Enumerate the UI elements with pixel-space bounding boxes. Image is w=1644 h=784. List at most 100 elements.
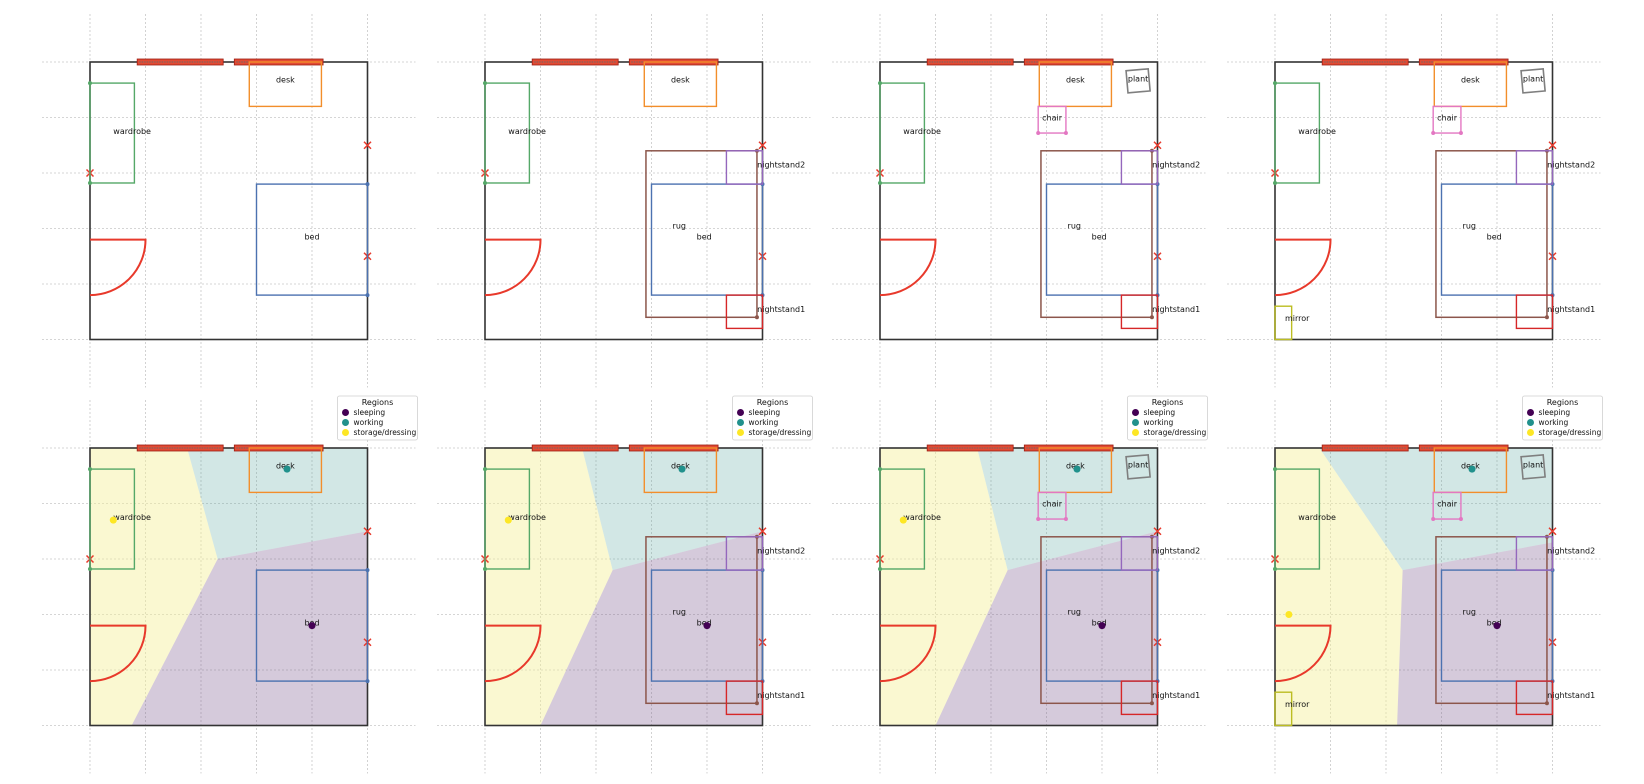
chair-label: chair [1437,499,1458,508]
bed-corner-dot [365,568,370,573]
desk [1433,61,1508,108]
desk [643,447,718,494]
chair-corner-dot [1431,131,1436,136]
floorplan-panel-7: rugwardrobedeskbednightstand2nightstand1… [832,395,1208,774]
nightstand1-label: nightstand1 [1152,691,1200,700]
floorplan-panel-4: rugwardrobedeskbednightstand2nightstand1… [1227,14,1601,388]
working-centroid [1468,465,1476,473]
wardrobe [484,468,531,570]
mirror [1274,691,1293,727]
legend-box [1127,395,1208,441]
rug-label: rug [673,608,686,617]
nightstand2-label: nightstand2 [1152,160,1200,169]
floorplan-panel-3: rugwardrobedeskbednightstand2nightstand1… [832,14,1206,388]
wardrobe-corner-dot [88,180,92,185]
wall-marker-x [363,141,372,150]
room-walls [1274,61,1554,341]
wardrobe-corner-dot [1273,566,1277,571]
rug-label: rug [673,222,686,231]
nightstand2-label: nightstand2 [1547,546,1595,555]
nightstand2 [1515,536,1554,571]
wardrobe-label: wardrobe [1298,513,1336,522]
rug [1040,536,1153,705]
bed [255,183,369,296]
bed [1440,569,1554,682]
wall-marker-x [363,527,372,536]
bed-label: bed [1487,619,1502,628]
nightstand2 [1120,536,1159,571]
legend-marker-1 [1527,419,1534,426]
legend-label-0: sleeping [749,408,781,417]
wardrobe-corner-dot [88,467,92,472]
door [484,624,542,683]
wardrobe-label: wardrobe [113,513,151,522]
chair-corner-dot [1458,517,1463,522]
wardrobe-corner-dot [1273,467,1277,472]
wardrobe-corner-dot [88,566,92,571]
wall-marker-x [1153,527,1162,536]
legend-box [732,395,813,441]
legend-box [1522,395,1603,441]
storage-centroid [109,516,117,524]
nightstand1 [725,294,764,330]
wardrobe-label: wardrobe [508,513,546,522]
legend-marker-2 [737,429,744,436]
plant-label: plant [1523,74,1543,83]
rug [1435,150,1548,319]
desk [248,61,323,108]
chair-corner-dot [1458,131,1463,136]
nightstand2 [725,536,764,571]
legend-title: Regions [757,398,789,407]
wardrobe-corner-dot [483,467,487,472]
nightstand1-label: nightstand1 [1547,305,1595,314]
legend-marker-0 [342,409,349,416]
plant [1520,453,1546,480]
rug-label: rug [1463,608,1476,617]
chair-corner-dot [1063,517,1068,522]
chair-corner-dot [1431,517,1436,522]
legend-label-2: storage/dressing [354,428,417,437]
working-region [582,448,763,571]
grid [1227,14,1601,388]
nightstand1-label: nightstand1 [757,305,805,314]
rug-corner-dot [754,315,759,320]
chair [1037,105,1067,134]
chair-corner-dot [1036,517,1041,522]
storage-centroid [504,516,512,524]
wardrobe [484,82,531,184]
legend-label-1: working [1144,418,1174,427]
grid [832,14,1206,388]
bed-label: bed [697,619,712,628]
desk-label: desk [1461,76,1480,85]
nightstand2 [725,150,764,185]
region-overlay [90,448,368,726]
nightstand2-label: nightstand2 [757,546,805,555]
wall-marker-x [758,141,767,150]
wardrobe [1274,468,1321,570]
legend-label-2: storage/dressing [749,428,812,437]
legend-label-1: working [749,418,779,427]
wardrobe-corner-dot [878,180,882,185]
working-centroid [283,465,291,473]
chair [1432,105,1462,134]
plant [1125,453,1151,480]
floorplan-panel-8: rugwardrobedeskbednightstand2nightstand1… [1227,395,1603,774]
bed [1045,183,1159,296]
nightstand2-label: nightstand2 [1547,160,1595,169]
region-overlay [880,448,1158,726]
legend-box [337,395,418,441]
desk [643,61,718,108]
plant [1125,67,1151,94]
desk-label: desk [276,76,295,85]
region-overlay [1275,448,1553,726]
working-centroid [678,465,686,473]
chair-corner-dot [1036,131,1041,136]
plant [1520,67,1546,94]
storage-dressing-region [880,448,1008,726]
bed [650,569,764,682]
bed-label: bed [1092,233,1107,242]
legend-label-2: storage/dressing [1144,428,1207,437]
legend-marker-2 [1132,429,1139,436]
wardrobe-label: wardrobe [508,127,546,136]
chair [1037,491,1067,520]
